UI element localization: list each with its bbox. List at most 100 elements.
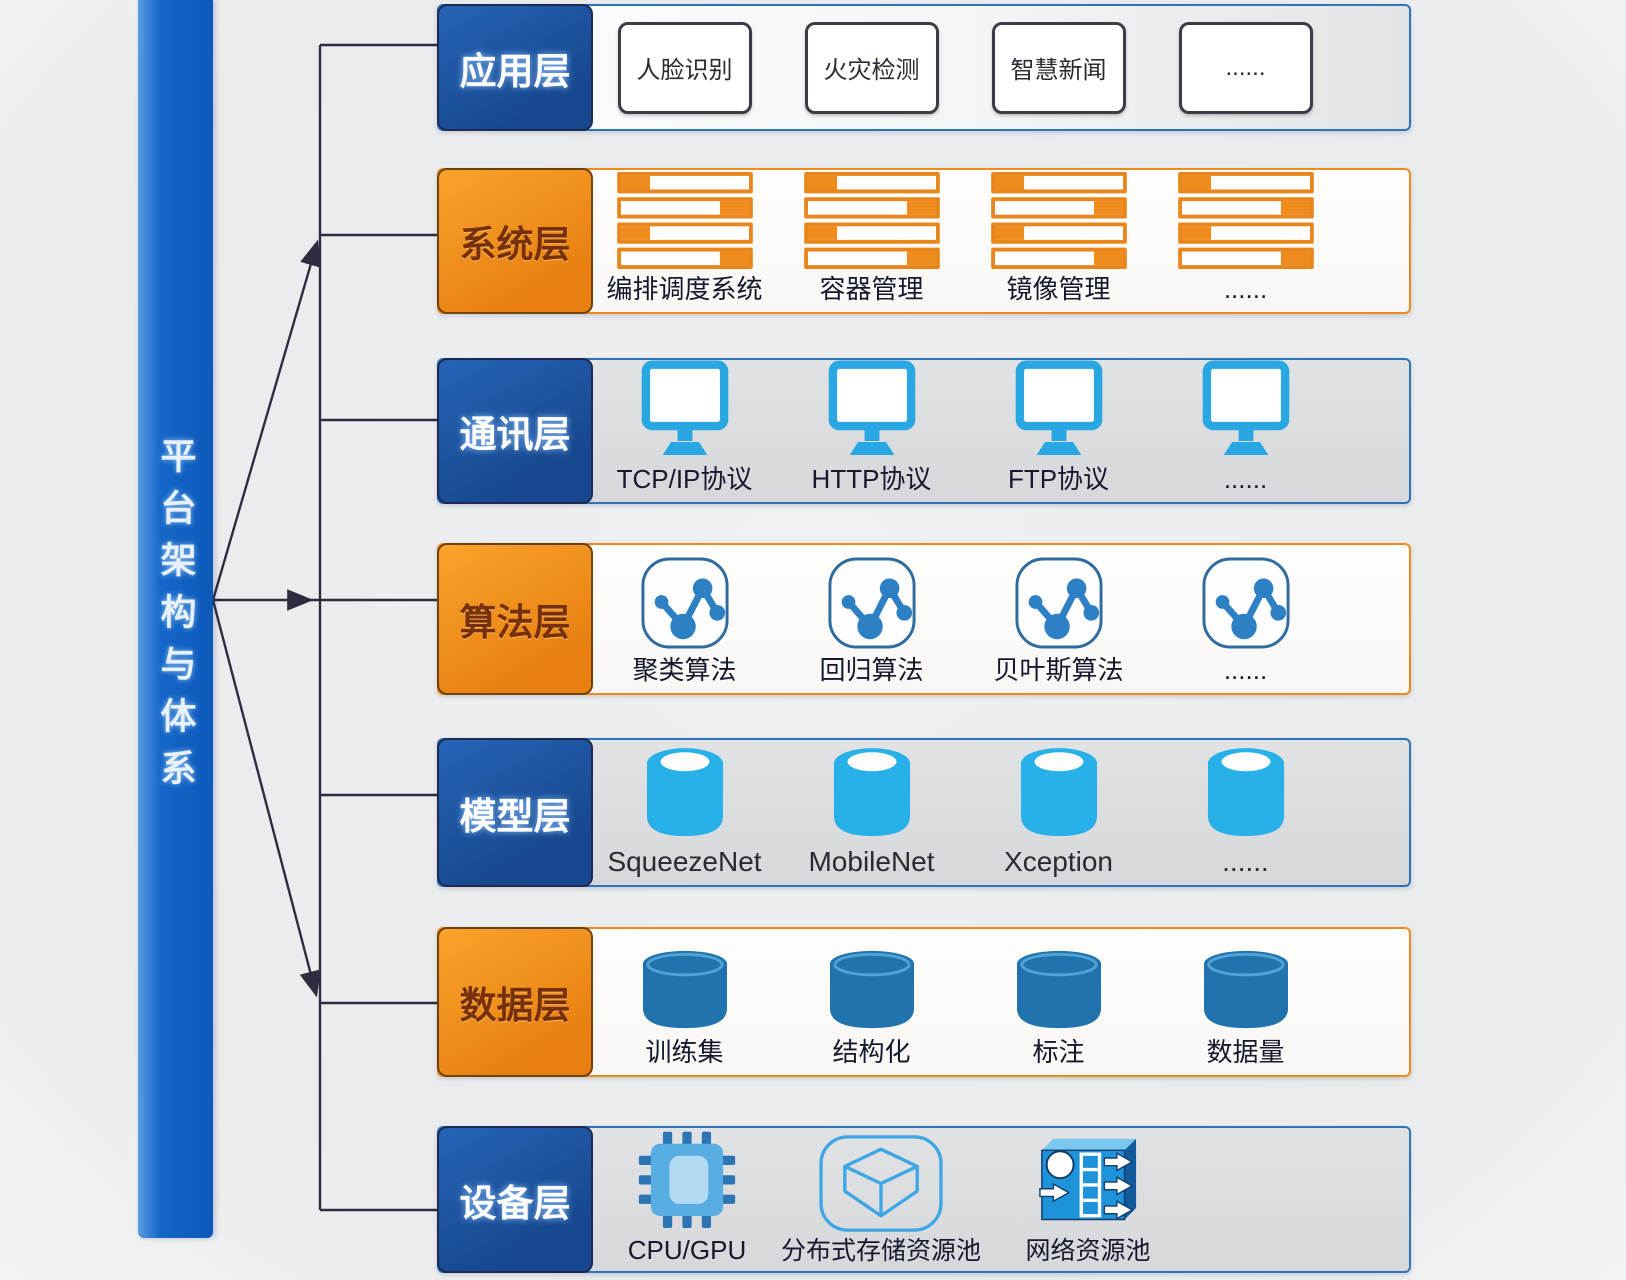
item-label: 聚类算法 [632,654,737,685]
item-label: ...... [1223,273,1268,304]
monitor-icon [825,360,919,459]
item-label: 分布式存储资源池 [781,1236,982,1265]
app-box: 人脸识别 [617,21,752,114]
layer-label-model: 模型层 [437,738,593,887]
list-item: Xception [965,740,1152,885]
item-label: 网络资源池 [1025,1236,1151,1265]
application-layer-panel: 人脸识别 火灾检测 智慧新闻 ...... [437,4,1411,131]
layer-label-text: 算法层 [459,602,571,643]
device-items: CPU/GPU 分布式存储资源池 网络资源池 [591,1128,1409,1271]
layer-row-communication: TCP/IP协议 HTTP协议 FTP协议 ...... 通讯层 [437,358,1411,504]
layer-label-text: 模型层 [459,795,571,837]
database-cylinder-icon [638,948,732,1032]
monitor-icon [1012,360,1106,459]
layer-label-communication: 通讯层 [437,358,593,504]
algorithm-node-icon [827,556,917,650]
application-items: 人脸识别 火灾检测 智慧新闻 ...... [591,6,1409,129]
layer-label-system: 系统层 [437,168,593,314]
algorithm-items: 聚类算法 回归算法 贝叶斯算法 ...... [591,545,1409,693]
list-item: ...... [1152,6,1339,129]
list-item: 贝叶斯算法 [965,545,1152,693]
list-item: 编排调度系统 [591,170,778,312]
communication-items: TCP/IP协议 HTTP协议 FTP协议 ...... [591,360,1409,502]
communication-layer-panel: TCP/IP协议 HTTP协议 FTP协议 ...... [437,358,1411,504]
list-item: CPU/GPU [591,1128,783,1271]
item-label: 标注 [1032,1036,1085,1067]
list-item: MobileNet [778,740,965,885]
item-label: 回归算法 [819,654,924,685]
item-label: 智慧新闻 [1010,57,1107,84]
list-item: 训练集 [591,929,778,1075]
list-item: ...... [1152,545,1339,693]
item-label: 火灾检测 [823,57,920,84]
list-item: TCP/IP协议 [591,360,778,502]
layer-row-device: CPU/GPU 分布式存储资源池 网络资源池 设备层 [437,1126,1411,1273]
database-cylinder-icon [1199,740,1293,840]
model-layer-panel: SqueezeNet MobileNet Xception ...... [437,738,1411,887]
item-label: CPU/GPU [627,1234,747,1265]
item-label: SqueezeNet [607,845,762,877]
database-cylinder-icon [638,740,732,840]
list-item: HTTP协议 [778,360,965,502]
device-layer-panel: CPU/GPU 分布式存储资源池 网络资源池 [437,1126,1411,1273]
layer-row-data: 训练集 结构化 标注 数据量 数据层 [437,927,1411,1077]
list-item: 回归算法 [778,545,965,693]
database-cylinder-icon [1199,948,1293,1032]
item-label: 贝叶斯算法 [993,654,1124,685]
layer-row-system: 编排调度系统 容器管理 镜像管理 ...... 系统层 [437,168,1411,314]
database-cylinder-icon [825,948,919,1032]
monitor-icon [1199,360,1293,459]
list-item: 镜像管理 [965,170,1152,312]
storage-cube-icon [818,1134,944,1233]
item-label: ...... [1223,654,1268,685]
item-label: ...... [1222,845,1269,877]
data-layer-panel: 训练集 结构化 标注 数据量 [437,927,1411,1077]
list-item: 人脸识别 [591,6,778,129]
layer-row-model: SqueezeNet MobileNet Xception ...... 模型层 [437,738,1411,887]
stack-icon [1178,172,1314,269]
list-item: 智慧新闻 [965,6,1152,129]
database-cylinder-icon [825,740,919,840]
list-item: 网络资源池 [979,1128,1197,1271]
system-layer-panel: 编排调度系统 容器管理 镜像管理 ...... [437,168,1411,314]
list-item: 标注 [965,929,1152,1075]
data-items: 训练集 结构化 标注 数据量 [591,929,1409,1075]
list-item: 数据量 [1152,929,1339,1075]
item-label: Xception [1004,845,1113,877]
item-label: 数据量 [1206,1036,1285,1067]
list-item: ...... [1152,170,1339,312]
stack-icon [991,172,1127,269]
platform-title: 平台架构与体系 [155,437,197,801]
layer-label-text: 设备层 [459,1182,571,1224]
item-label: ...... [1225,53,1266,81]
layer-label-data: 数据层 [437,927,593,1077]
layer-label-text: 数据层 [459,985,571,1026]
app-box: ...... [1178,21,1313,114]
algorithm-node-icon [1014,556,1104,650]
platform-title-bar: 平台架构与体系 [138,0,213,1238]
list-item: 分布式存储资源池 [781,1128,982,1271]
item-label: 训练集 [645,1036,724,1067]
algorithm-node-icon [640,556,730,650]
stack-icon [617,172,753,269]
item-label: TCP/IP协议 [616,463,753,494]
layer-label-text: 应用层 [459,50,571,92]
list-item: 容器管理 [778,170,965,312]
stack-icon [804,172,940,269]
algorithm-node-icon [1201,556,1291,650]
list-item: ...... [1152,740,1339,885]
item-label: ...... [1223,463,1268,494]
layer-row-application: 人脸识别 火灾检测 智慧新闻 ...... 应用层 [437,4,1411,131]
algorithm-layer-panel: 聚类算法 回归算法 贝叶斯算法 ...... [437,543,1411,695]
item-label: 容器管理 [819,273,924,304]
item-label: 镜像管理 [1006,273,1111,304]
cpu-chip-icon [634,1128,740,1232]
list-item: 火灾检测 [778,6,965,129]
item-label: MobileNet [808,845,935,877]
list-item: ...... [1152,360,1339,502]
item-label: 编排调度系统 [606,273,763,304]
list-item: 结构化 [778,929,965,1075]
list-item: FTP协议 [965,360,1152,502]
